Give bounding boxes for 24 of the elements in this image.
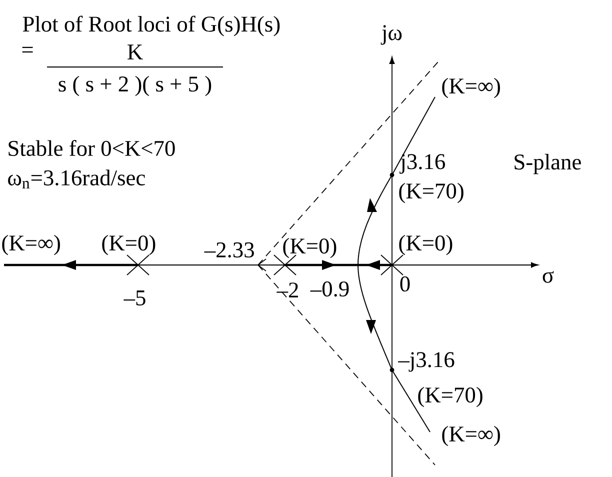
gain-label: (K=0) xyxy=(283,238,336,258)
gain-label: (K=∞) xyxy=(442,78,500,98)
gain-label: (K=∞) xyxy=(442,426,500,446)
stability-note: Stable for 0<K<70 xyxy=(8,140,175,156)
numerator: K xyxy=(128,44,143,60)
equals-sign: = xyxy=(22,46,33,52)
pole-label: 0 xyxy=(400,276,410,292)
breakaway-label: –0.9 xyxy=(310,281,349,297)
pole-label: –2 xyxy=(276,282,298,298)
gain-label: (K=70) xyxy=(399,182,464,204)
gain-label: (K=∞) xyxy=(2,234,60,256)
centroid-label: –2.33 xyxy=(204,242,254,258)
denominator: s ( s + 2 )( s + 5 ) xyxy=(58,76,212,96)
plot-title: Plot of Root loci of G(s)H(s) xyxy=(22,16,280,36)
crossing-label: j3.16 xyxy=(400,154,445,174)
axis-label: σ xyxy=(542,271,554,283)
axis-label: jω xyxy=(380,25,402,45)
crossing-label: –j3.16 xyxy=(398,352,454,372)
gain-label: (K=70) xyxy=(418,386,482,408)
gain-label: (K=0) xyxy=(102,234,156,256)
frequency-note: ω$_{n}$=3.16rad/sec xyxy=(8,170,145,188)
gain-label: (K=0) xyxy=(399,234,452,256)
pole-label: –5 xyxy=(124,290,146,306)
plane-label: S-plane xyxy=(514,154,581,174)
